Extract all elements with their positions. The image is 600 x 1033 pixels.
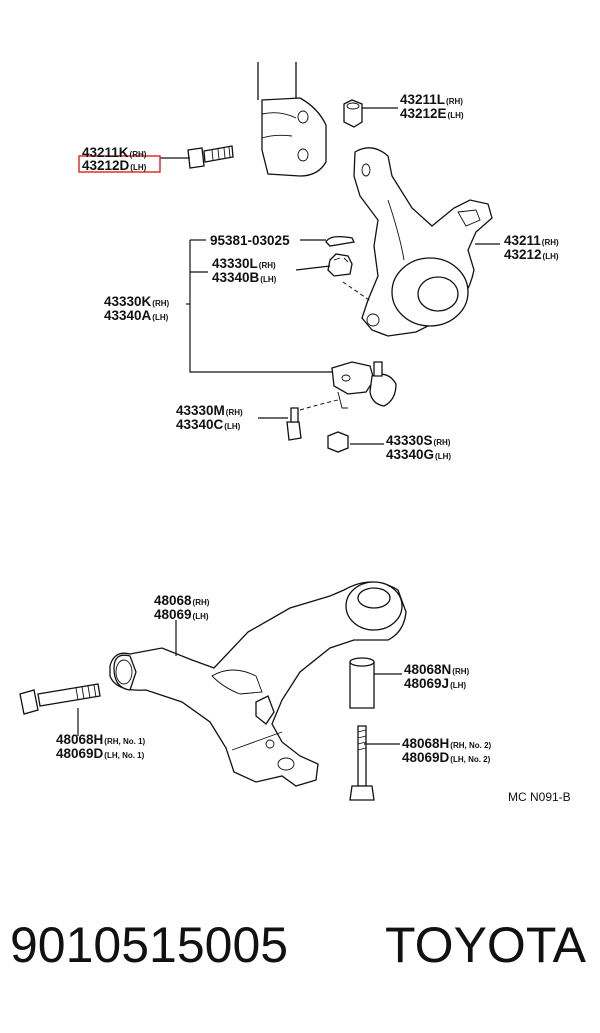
label-43211l: 43211L(RH) [400,92,463,107]
svg-text:48069D(LH, No. 1): 48069D(LH, No. 1) [56,746,145,761]
svg-text:48068N(RH): 48068N(RH) [404,662,470,677]
brand-name: TOYOTA [385,917,586,973]
svg-text:43340G(LH): 43340G(LH) [386,447,451,462]
castle-nut [327,253,353,277]
front-bolt [19,683,101,715]
label-48069j: 48069J(LH) [404,676,466,691]
svg-text:43211K(RH): 43211K(RH) [82,145,147,160]
svg-text:43330K(RH): 43330K(RH) [104,294,170,309]
label-43340g: 43340G(LH) [386,447,451,462]
cotter-pin [325,236,355,247]
steering-knuckle [342,147,493,337]
svg-text:48068H(RH, No. 1): 48068H(RH, No. 1) [56,732,146,747]
svg-text:43211L(RH): 43211L(RH) [400,92,463,107]
svg-text:43212(LH): 43212(LH) [504,247,559,262]
highlighted-part-box [78,155,161,173]
label-43212: 43212(LH) [504,247,559,262]
label-43330l: 43330L(RH) [212,256,276,271]
svg-text:48069D(LH, No. 2): 48069D(LH, No. 2) [402,750,491,765]
label-43211k: 43211K(RH) [82,145,147,160]
svg-text:43330S(RH): 43330S(RH) [386,433,451,448]
label-48069d-no2: 48069D(LH, No. 2) [402,750,491,765]
diagram-code: MC N091-B [508,790,571,804]
svg-text:43330M(RH): 43330M(RH) [176,403,243,418]
label-43340b: 43340B(LH) [212,270,277,285]
svg-text:43212D(LH): 43212D(LH) [82,158,147,173]
ball-joint-bolt [286,399,339,441]
leader-lines-upper [160,107,500,445]
part-number: 9010515005 [10,917,289,973]
footer: 9010515005 TOYOTA [0,905,600,1005]
label-48069d-no1: 48069D(LH, No. 1) [56,746,145,761]
label-48069: 48069(LH) [154,607,209,622]
svg-text:95381-03025: 95381-03025 [210,233,290,248]
svg-text:48069(LH): 48069(LH) [154,607,209,622]
label-43340a: 43340A(LH) [104,308,169,323]
label-48068n: 48068N(RH) [404,662,470,677]
svg-text:43211(RH): 43211(RH) [504,233,559,248]
svg-text:43330L(RH): 43330L(RH) [212,256,276,271]
svg-text:48068(RH): 48068(RH) [154,593,210,608]
label-43212e: 43212E(LH) [400,106,464,121]
strut-nut [343,99,363,128]
shock-absorber-strut [257,62,327,177]
parts-diagram: 43211K(RH) 43212D(LH) 43211L(RH) 43212E(… [19,62,571,804]
svg-text:43212E(LH): 43212E(LH) [400,106,464,121]
rear-bolt [349,725,375,801]
label-43340c: 43340C(LH) [176,417,241,432]
label-43330s: 43330S(RH) [386,433,451,448]
bushing [349,657,375,709]
ball-joint-nut [327,431,349,453]
svg-text:43340B(LH): 43340B(LH) [212,270,277,285]
label-48068: 48068(RH) [154,593,210,608]
svg-text:43340C(LH): 43340C(LH) [176,417,241,432]
lower-control-arm [109,581,407,787]
leader-lines-lower [77,620,402,745]
label-43212d: 43212D(LH) [82,158,147,173]
svg-text:48068H(RH, No. 2): 48068H(RH, No. 2) [402,736,492,751]
label-43330k: 43330K(RH) [104,294,170,309]
ball-joint [331,361,397,409]
label-43211: 43211(RH) [504,233,559,248]
svg-text:48069J(LH): 48069J(LH) [404,676,466,691]
label-48068h-no1: 48068H(RH, No. 1) [56,732,146,747]
svg-text:43340A(LH): 43340A(LH) [104,308,169,323]
label-95381: 95381-03025 [210,233,290,248]
label-48068h-no2: 48068H(RH, No. 2) [402,736,492,751]
label-43330m: 43330M(RH) [176,403,243,418]
strut-bolt [187,145,234,169]
